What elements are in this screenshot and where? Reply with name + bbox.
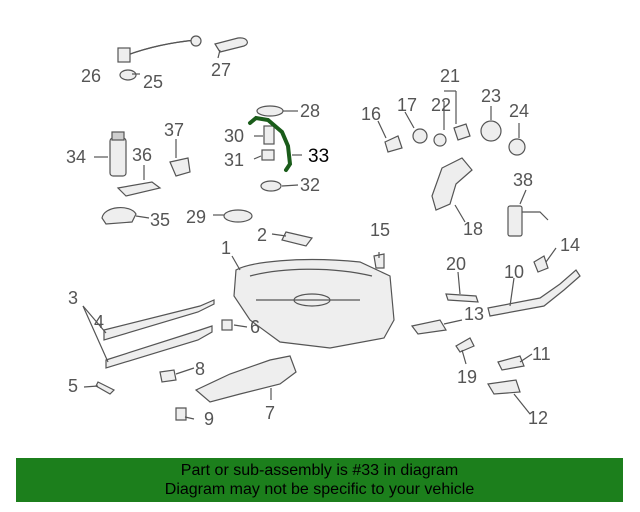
callout-8: 8 <box>195 359 205 379</box>
part-23-cap <box>480 120 502 142</box>
part-34-fuel-pump <box>109 131 127 177</box>
callout-29: 29 <box>186 207 206 227</box>
callout-21: 21 <box>440 66 460 86</box>
leader-lines <box>82 49 557 420</box>
part-3-strap <box>105 325 213 369</box>
callout-26: 26 <box>81 66 101 86</box>
part-18-protector <box>431 157 473 211</box>
callout-30: 30 <box>224 126 244 146</box>
part-8-bracket <box>159 369 177 383</box>
callout-9: 9 <box>204 409 214 429</box>
callout-24: 24 <box>509 101 529 121</box>
callout-36: 36 <box>132 145 152 165</box>
callout-12: 12 <box>528 408 548 428</box>
callout-28: 28 <box>300 101 320 121</box>
callout-10: 10 <box>504 262 524 282</box>
part-27-hose <box>214 37 248 53</box>
callout-3: 3 <box>68 288 78 308</box>
part-35-bracket <box>101 207 137 225</box>
callout-4: 4 <box>94 312 104 332</box>
part-9-bolt <box>175 407 187 421</box>
callout-11: 11 <box>532 344 551 364</box>
callout-32: 32 <box>300 175 320 195</box>
callout-34: 34 <box>66 147 86 167</box>
part-1-fuel-tank <box>233 258 395 349</box>
part-16-cap <box>384 135 403 153</box>
part-36-filter <box>116 181 162 197</box>
part-10-filler-pipe <box>487 269 581 317</box>
callout-17: 17 <box>397 95 417 115</box>
part-4-strap <box>103 299 215 341</box>
part-29-plate <box>223 209 253 223</box>
part-20-hose <box>445 293 479 303</box>
banner-line-1: Part or sub-assembly is #33 in diagram <box>180 462 459 479</box>
callout-38: 38 <box>513 170 533 190</box>
part-13-plate <box>410 319 447 335</box>
part-28-gasket <box>256 105 284 117</box>
part-21-valve <box>453 123 471 141</box>
callout-23: 23 <box>481 86 501 106</box>
callout-7: 7 <box>265 403 275 423</box>
part-11-bracket <box>497 355 525 371</box>
callout-37: 37 <box>164 120 184 140</box>
part-30-tube <box>263 125 275 145</box>
part-31-sender <box>261 149 275 161</box>
callout-1: 1 <box>221 238 231 258</box>
banner-line-2: Diagram may not be specific to your vehi… <box>164 481 475 498</box>
part-25-hose <box>117 35 202 63</box>
part-26-clip <box>119 69 137 81</box>
part-17-seal <box>412 128 428 144</box>
callout-13: 13 <box>464 304 484 324</box>
part-19-hose <box>455 337 475 353</box>
callout-14: 14 <box>560 235 580 255</box>
callout-33-highlighted: 33 <box>308 146 329 167</box>
callout-5: 5 <box>68 376 78 396</box>
callout-20: 20 <box>446 254 466 274</box>
parts-diagram: 1 2 3 4 5 6 7 8 9 10 11 12 13 14 15 16 1… <box>66 35 581 429</box>
part-32-gasket <box>260 180 282 192</box>
callout-2: 2 <box>257 225 267 245</box>
callout-25: 25 <box>143 72 163 92</box>
part-7-heat-shield <box>194 355 297 403</box>
callout-35: 35 <box>150 210 170 230</box>
callout-15: 15 <box>370 220 390 240</box>
part-2-pad <box>281 231 314 247</box>
callout-16: 16 <box>361 104 381 124</box>
callout-18: 18 <box>463 219 483 239</box>
part-14-bracket <box>533 255 549 273</box>
callout-6: 6 <box>250 317 260 337</box>
part-15-clip <box>373 253 385 269</box>
part-12-bracket <box>487 379 521 395</box>
part-5-bolt <box>95 381 116 395</box>
callout-22: 22 <box>431 95 451 115</box>
part-24-gasket <box>508 138 526 156</box>
part-33-fuel-tube-highlighted <box>248 115 293 172</box>
callout-19: 19 <box>457 367 477 387</box>
part-6-bolt <box>221 319 233 331</box>
callout-27: 27 <box>211 60 231 80</box>
part-38-canister <box>507 205 549 237</box>
info-banner: Part or sub-assembly is #33 in diagram D… <box>16 458 623 502</box>
part-22-ring <box>433 133 447 147</box>
part-37-regulator <box>169 157 191 177</box>
callout-31: 31 <box>224 150 244 170</box>
